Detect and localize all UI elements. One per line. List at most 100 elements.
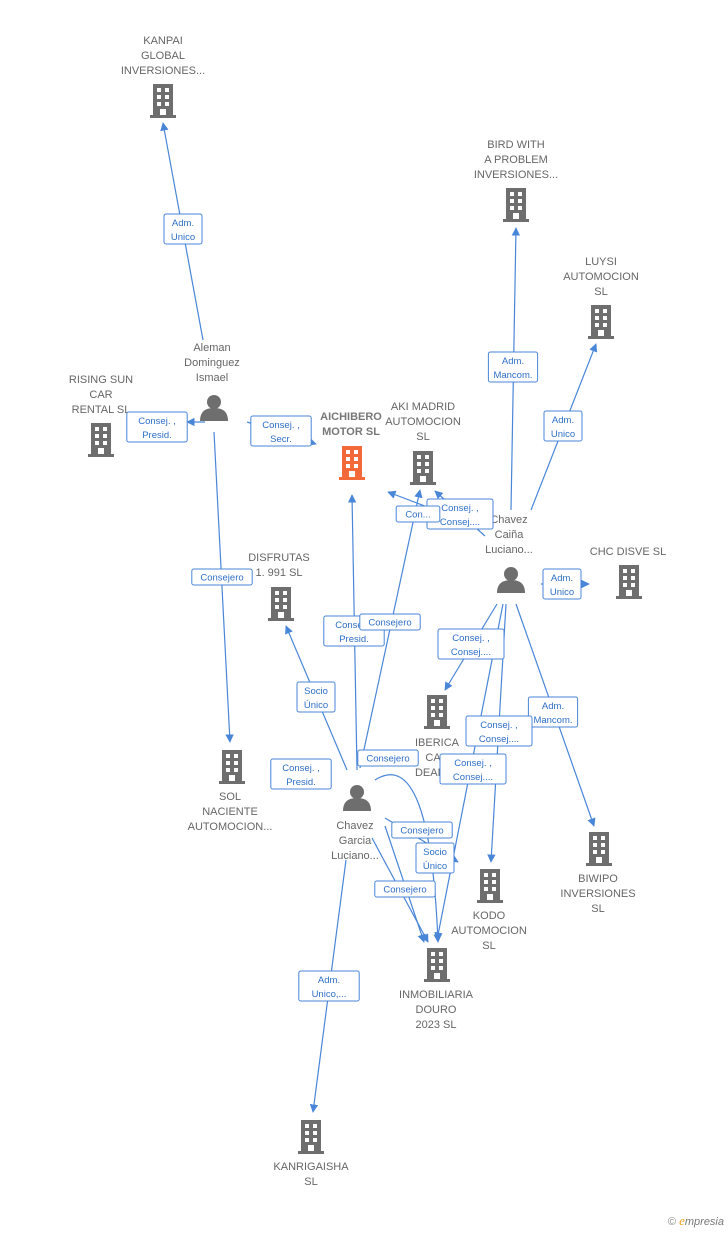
edge-label-aleman-to-aichibero[interactable]: Consej. ,Secr. xyxy=(250,415,312,447)
node-label-line: SL xyxy=(594,286,607,298)
edge-label-box xyxy=(298,970,360,1002)
edge-label-chavezcaina-to-akimadrid[interactable]: Con... xyxy=(395,505,441,523)
edge-label-chavezcaina-to-luysi[interactable]: Adm.Unico xyxy=(543,410,583,442)
building-icon xyxy=(150,84,176,118)
node-label-line: INVERSIONES... xyxy=(121,65,205,77)
node-label-line: SOL xyxy=(219,791,241,803)
node-sol[interactable]: SOL NACIENTE AUTOMOCION... xyxy=(188,750,273,833)
edge-label-chavezgarcia-to-akimadrid[interactable]: Consejero xyxy=(359,613,421,631)
edge-label-box xyxy=(487,351,539,383)
edge-label-text: Consej. , xyxy=(138,416,176,427)
node-label-line: A PROBLEM xyxy=(484,154,548,166)
edge-label-text: Adm. xyxy=(172,218,194,229)
node-label-line: SL xyxy=(591,903,604,915)
node-label-line: DISFRUTAS xyxy=(248,552,310,564)
edge-label-aleman-to-rising[interactable]: Consej. ,Presid. xyxy=(126,411,188,443)
building-icon xyxy=(503,188,529,222)
node-label-line: Aleman xyxy=(193,342,230,354)
edge-label-box xyxy=(296,681,336,713)
edge-aleman-to-sol xyxy=(213,431,234,743)
edge-label-chavezcaina-to-chcdisve[interactable]: Adm.Unico xyxy=(542,568,582,600)
edge-label-text: Con... xyxy=(405,510,430,521)
edge-label-text: Consej. , xyxy=(335,620,373,631)
node-label-line: 2023 SL xyxy=(416,1019,457,1031)
edge-label-text: Único xyxy=(304,700,328,711)
node-label-line: 1. 991 SL xyxy=(255,567,302,579)
edge-label-text: Consej. , xyxy=(480,720,518,731)
node-label-line: AUTOMOCION... xyxy=(188,821,273,833)
edge-label-text: Consejero xyxy=(383,885,426,896)
edge-label-chavezcaina-to-kodo[interactable]: Consej. ,Consej.... xyxy=(465,715,533,747)
node-bird[interactable]: BIRD WITH A PROBLEM INVERSIONES... xyxy=(474,139,558,222)
node-label-line: AUTOMOCION xyxy=(385,416,461,428)
node-label-line: SL xyxy=(416,431,429,443)
node-label-line: GLOBAL xyxy=(141,50,185,62)
brand-logo[interactable]: © empresia xyxy=(668,1213,724,1229)
edge-label-box xyxy=(191,568,253,586)
node-label-line: Luciano... xyxy=(485,544,533,556)
node-chavezcaina[interactable]: ChavezCaiñaLuciano... xyxy=(485,514,533,593)
edge-label-chavezcaina-to-iberica[interactable]: Consej. ,Consej.... xyxy=(437,628,505,660)
node-label-line: CAR xyxy=(89,389,112,401)
node-label-line: Caiña xyxy=(495,529,525,541)
edge-label-chavezgarcia-to-inmobiliaria[interactable]: Consejero xyxy=(374,880,436,898)
building-icon xyxy=(616,565,642,599)
edge-label-chavezgarcia-to-kodo[interactable]: Consejero xyxy=(391,821,453,839)
edge-label-box xyxy=(250,415,312,447)
edge-label-chavezgarcia-to-kanrigaisha[interactable]: Adm.Unico,... xyxy=(298,970,360,1002)
node-kanpai[interactable]: KANPAIGLOBALINVERSIONES... xyxy=(121,35,205,118)
node-label-line: Dominguez xyxy=(184,357,240,369)
edge-label-aleman-to-sol[interactable]: Consejero xyxy=(191,568,253,586)
edge-label-text: Unico,... xyxy=(312,989,347,1000)
edge-label-chavezcaina-to-biwipo[interactable]: Adm.Mancom. xyxy=(527,696,579,728)
node-label-line: INVERSIONES... xyxy=(474,169,558,181)
building-icon xyxy=(586,832,612,866)
node-label-line: SL xyxy=(482,940,495,952)
edge-label-text: Único xyxy=(423,861,447,872)
node-label-line: AICHIBERO xyxy=(320,411,382,423)
edge-label-box xyxy=(437,628,505,660)
node-label-line: Ismael xyxy=(196,372,228,384)
node-label-line: NACIENTE xyxy=(202,806,258,818)
edge-label-box xyxy=(374,880,436,898)
node-disfrutas[interactable]: DISFRUTAS 1. 991 SL xyxy=(248,552,310,621)
building-icon xyxy=(298,1120,324,1154)
edge-label-box xyxy=(270,758,332,790)
edge-label-chavezcaina-to-inmobiliaria[interactable]: Consej. ,Consej.... xyxy=(439,753,507,785)
node-chcdisve[interactable]: CHC DISVE SL xyxy=(590,546,666,599)
edge-label-text: Mancom. xyxy=(533,715,572,726)
person-icon xyxy=(343,785,371,811)
edge-label-text: Consej. , xyxy=(454,758,492,769)
node-label-line: INMOBILIARIA xyxy=(399,989,474,1001)
edge-label-chavezgarcia-to-iberica[interactable]: Consejero xyxy=(357,749,419,767)
edge-label-chavezcaina-to-bird[interactable]: Adm.Mancom. xyxy=(487,351,539,383)
building-icon xyxy=(219,750,245,784)
node-label-line: BIRD WITH xyxy=(487,139,544,151)
node-label-line: RENTAL SL xyxy=(72,404,131,416)
edge-label-box xyxy=(527,696,579,728)
edge-label-text: Adm. xyxy=(502,356,524,367)
edge-label-text: Presid. xyxy=(286,777,316,788)
node-label-line: SL xyxy=(304,1176,317,1188)
edge-label-box xyxy=(357,749,419,767)
node-label-line: AUTOMOCION xyxy=(451,925,527,937)
node-chavezgarcia[interactable]: ChavezGarciaLuciano... xyxy=(331,785,379,862)
node-label-line: BIWIPO xyxy=(578,873,618,885)
edge-label-aleman-to-kanpai[interactable]: Adm.Unico xyxy=(163,213,203,245)
node-label-line: AUTOMOCION xyxy=(563,271,639,283)
edge-label-text: Unico xyxy=(550,587,574,598)
edge-label-chavezgarcia-to-sol[interactable]: Consej. ,Presid. xyxy=(270,758,332,790)
